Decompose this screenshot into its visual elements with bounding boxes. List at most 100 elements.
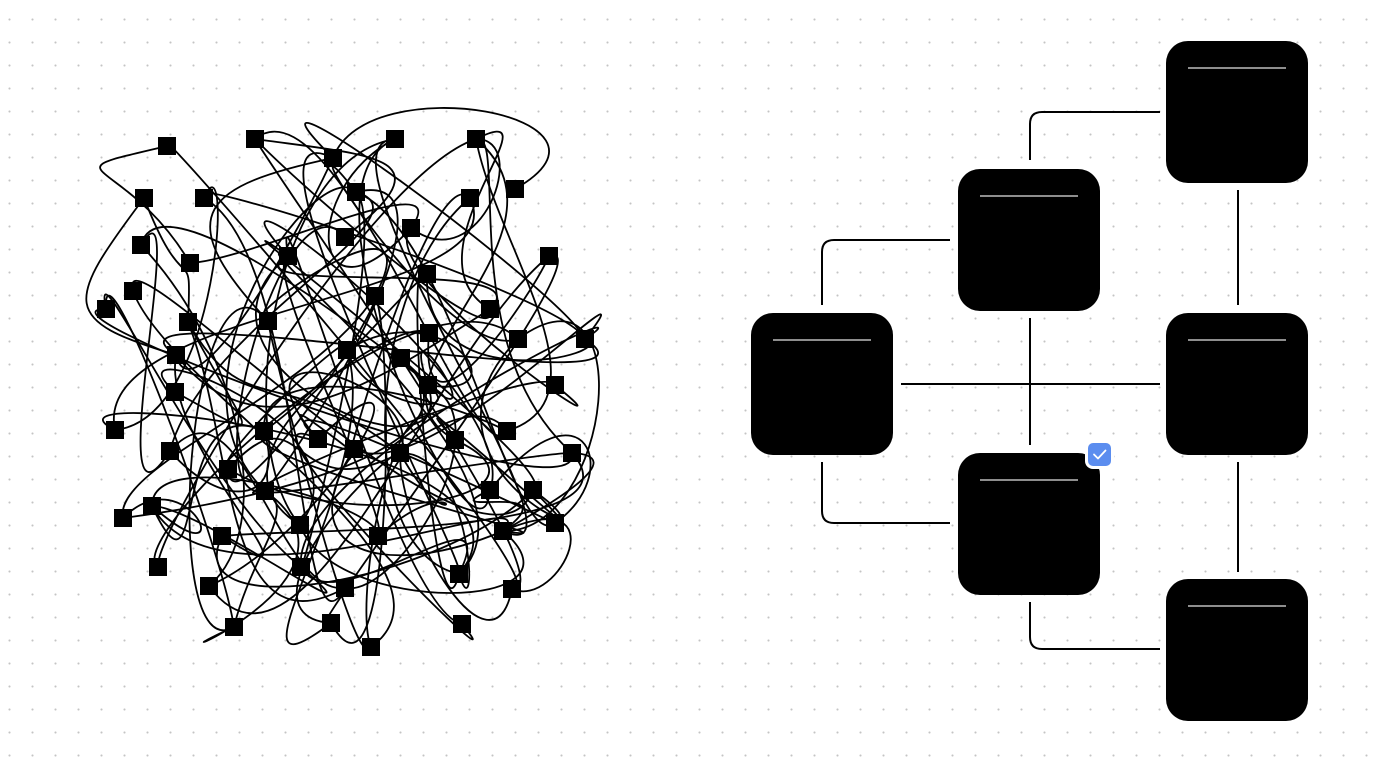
edge: [377, 452, 448, 537]
graph-node[interactable]: [143, 497, 161, 515]
graph-node[interactable]: [161, 442, 179, 460]
graph-node[interactable]: [106, 421, 124, 439]
organized-graph: [751, 41, 1308, 721]
graph-node[interactable]: [450, 565, 468, 583]
edge: [139, 232, 171, 473]
graph-node[interactable]: [309, 430, 327, 448]
graph-node[interactable]: [97, 300, 115, 318]
graph-node[interactable]: [124, 282, 142, 300]
edge: [99, 145, 191, 264]
graph-node[interactable]: [524, 481, 542, 499]
connector: [821, 239, 950, 305]
graph-node[interactable]: [158, 137, 176, 155]
diagram-card[interactable]: [1166, 313, 1308, 455]
graph-node[interactable]: [225, 618, 243, 636]
graph-node[interactable]: [402, 219, 420, 237]
edge: [502, 518, 572, 593]
graph-node[interactable]: [291, 516, 309, 534]
edge: [254, 138, 522, 590]
graph-node[interactable]: [563, 444, 581, 462]
graph-node[interactable]: [453, 615, 471, 633]
edge: [330, 295, 387, 644]
tangled-nodes: [97, 130, 594, 656]
graph-node[interactable]: [213, 527, 231, 545]
graph-node[interactable]: [506, 180, 524, 198]
edge: [169, 432, 346, 589]
graph-node[interactable]: [324, 149, 342, 167]
edge: [332, 107, 550, 190]
graph-node[interactable]: [256, 482, 274, 500]
graph-node[interactable]: [576, 330, 594, 348]
graph-node[interactable]: [114, 509, 132, 527]
edge: [169, 430, 270, 493]
graph-node[interactable]: [347, 183, 365, 201]
graph-node[interactable]: [179, 313, 197, 331]
graph-node[interactable]: [336, 579, 354, 597]
graph-node[interactable]: [546, 376, 564, 394]
graph-node[interactable]: [195, 189, 213, 207]
diagram-card[interactable]: [751, 313, 893, 455]
diagram-card[interactable]: [958, 440, 1114, 595]
graph-node[interactable]: [166, 383, 184, 401]
edge: [153, 321, 519, 568]
graph-node[interactable]: [540, 247, 558, 265]
card-body: [1166, 41, 1308, 183]
edge: [299, 524, 525, 594]
graph-node[interactable]: [369, 527, 387, 545]
graph-node[interactable]: [219, 460, 237, 478]
graph-node[interactable]: [322, 614, 340, 632]
graph-node[interactable]: [279, 247, 297, 265]
graph-node[interactable]: [292, 558, 310, 576]
edge: [188, 307, 269, 632]
graph-node[interactable]: [420, 324, 438, 342]
graph-node[interactable]: [481, 481, 499, 499]
graph-node[interactable]: [246, 130, 264, 148]
graph-node[interactable]: [467, 130, 485, 148]
graph-node[interactable]: [366, 287, 384, 305]
graph-node[interactable]: [392, 349, 410, 367]
graph-node[interactable]: [362, 638, 380, 656]
graph-node[interactable]: [461, 189, 479, 207]
edge: [399, 452, 471, 589]
graph-node[interactable]: [259, 312, 277, 330]
edge: [475, 138, 573, 454]
graph-node[interactable]: [494, 522, 512, 540]
diagram-card[interactable]: [1166, 41, 1308, 183]
graph-node[interactable]: [167, 346, 185, 364]
edge: [225, 186, 357, 492]
graph-node[interactable]: [338, 341, 356, 359]
graph-node[interactable]: [135, 189, 153, 207]
edge: [189, 203, 420, 264]
graph-node[interactable]: [386, 130, 404, 148]
card-body: [751, 313, 893, 455]
graph-node[interactable]: [345, 440, 363, 458]
edge: [254, 138, 396, 238]
edge: [399, 452, 513, 621]
check-icon[interactable]: [1085, 440, 1114, 469]
graph-node[interactable]: [498, 422, 516, 440]
graph-node[interactable]: [200, 577, 218, 595]
diagram-card[interactable]: [958, 169, 1100, 311]
edge: [304, 122, 586, 340]
graph-node[interactable]: [446, 431, 464, 449]
graph-node[interactable]: [509, 330, 527, 348]
graph-node[interactable]: [336, 228, 354, 246]
connector: [1029, 602, 1160, 650]
edge: [285, 236, 463, 625]
graph-node[interactable]: [503, 580, 521, 598]
edge: [264, 240, 537, 491]
edge: [265, 138, 396, 526]
graph-node[interactable]: [391, 444, 409, 462]
graph-node[interactable]: [132, 236, 150, 254]
graph-node[interactable]: [181, 254, 199, 272]
graph-node[interactable]: [481, 300, 499, 318]
diagram-card[interactable]: [1166, 579, 1308, 721]
graph-node[interactable]: [149, 558, 167, 576]
graph-node[interactable]: [418, 265, 436, 283]
graph-node[interactable]: [255, 422, 273, 440]
edge: [175, 308, 491, 408]
graph-node[interactable]: [546, 514, 564, 532]
edge: [353, 313, 602, 455]
connector: [821, 462, 950, 524]
graph-node[interactable]: [419, 376, 437, 394]
